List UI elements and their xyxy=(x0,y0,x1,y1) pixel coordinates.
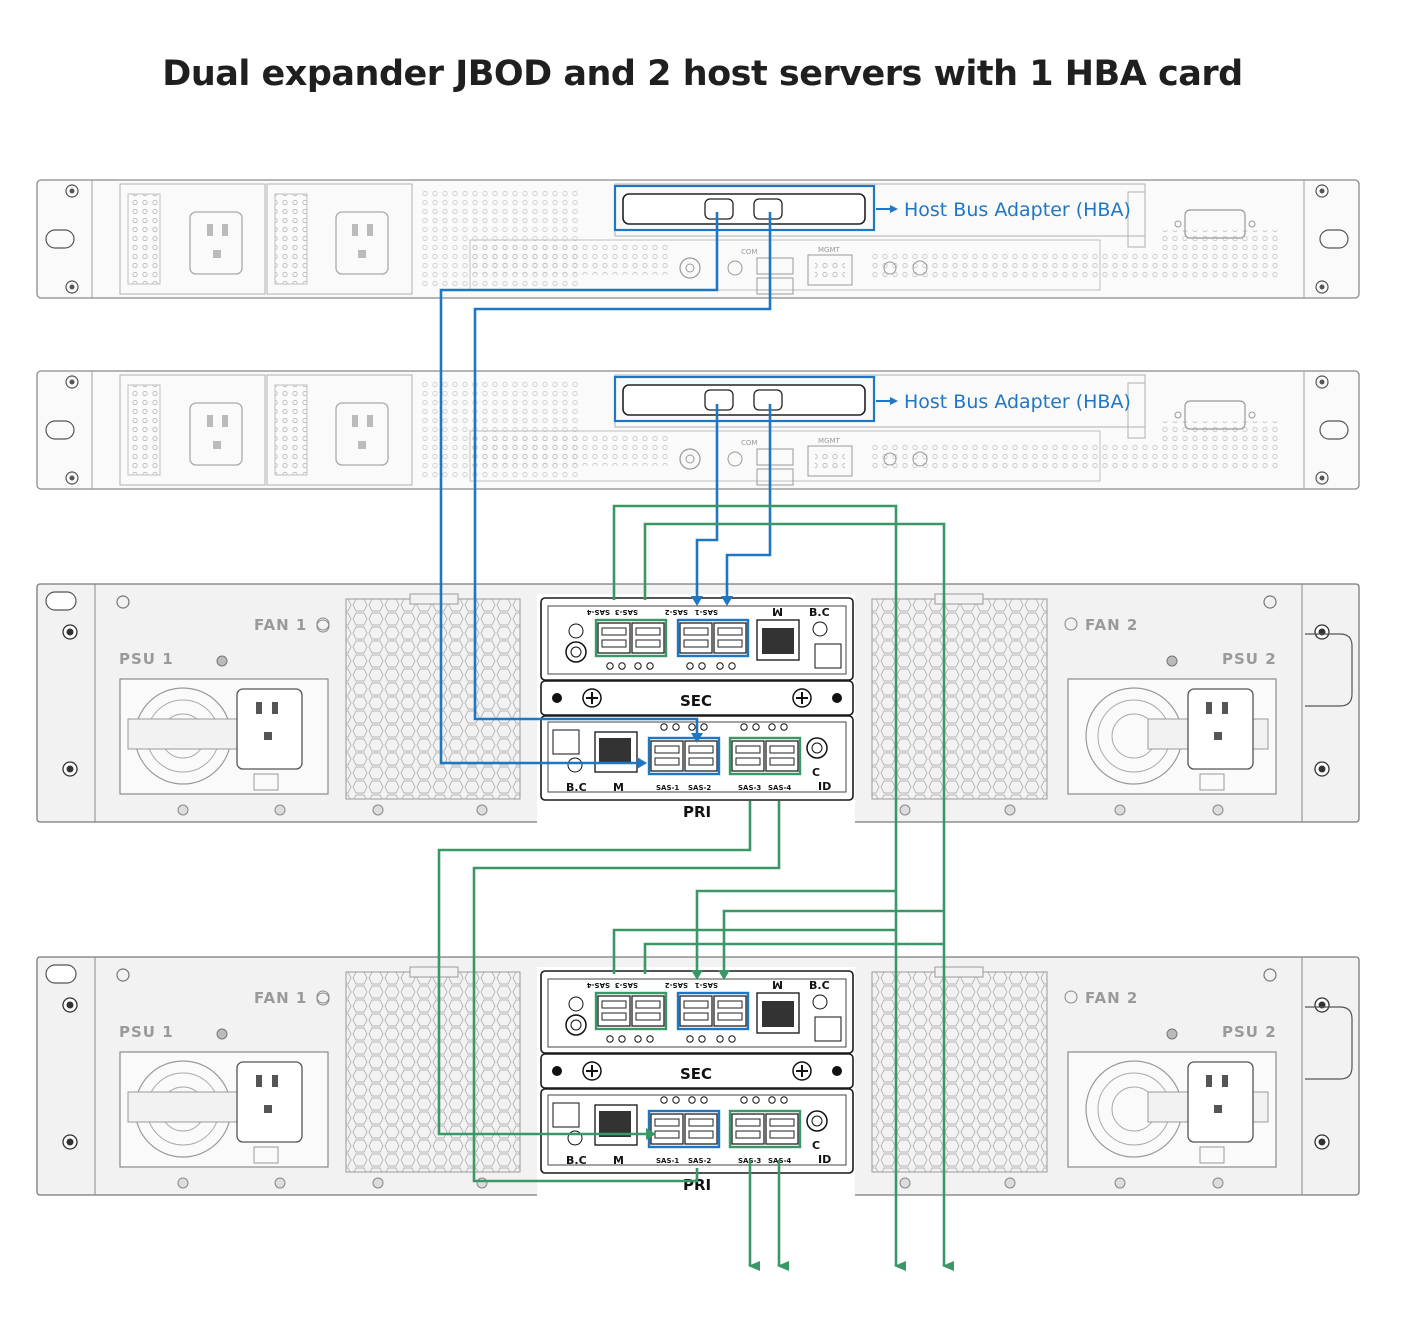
pri-port-labels: SAS-1 SAS-2 SAS-3 SAS-4 xyxy=(656,784,791,792)
cable-jbod1-pri-sas4-to-jbod2-pri-sas2 xyxy=(472,801,781,1183)
hba-label-server-1: Host Bus Adapter (HBA) xyxy=(904,199,1131,221)
pri-port-sas-1: SAS-1 xyxy=(656,784,679,792)
port-arrows xyxy=(637,596,733,1140)
sec-port-sas-2: SAS-2 xyxy=(665,981,688,989)
sec-module-label: SEC xyxy=(680,692,712,710)
sec-bc-label: B.C xyxy=(809,606,830,619)
pri-id-label: ID xyxy=(818,780,831,793)
cascade-cables xyxy=(437,504,954,1271)
psu1-label: PSU 1 xyxy=(119,650,174,668)
sec-port-labels: SAS-4 SAS-3 SAS-2 SAS-1 xyxy=(587,981,718,989)
hba-label-server-2: Host Bus Adapter (HBA) xyxy=(904,391,1131,413)
pri-port-sas-3: SAS-3 xyxy=(738,784,761,792)
cable-server1-pri-sas2 xyxy=(473,212,772,733)
sec-mgmt-label: M xyxy=(772,978,783,991)
sec-port-sas-1: SAS-1 xyxy=(695,981,718,989)
mgmt-port-label: MGMT xyxy=(818,437,841,445)
host-cables xyxy=(439,212,772,765)
com-port-label: COM xyxy=(741,439,757,447)
pri-mgmt-label: M xyxy=(613,1154,624,1167)
jbod-enclosure-1: FAN 1 FAN 2 PSU 1 PSU 2 SEC PRI SAS-4 SA… xyxy=(37,584,1359,826)
psu1-label: PSU 1 xyxy=(119,1023,174,1041)
pri-port-sas-2: SAS-2 xyxy=(688,1157,711,1165)
pri-id-label: ID xyxy=(818,1153,831,1166)
sec-port-sas-2: SAS-2 xyxy=(665,608,688,616)
pri-port-sas-1: SAS-1 xyxy=(656,1157,679,1165)
cable-server1-pri-sas1 xyxy=(439,212,719,765)
com-port-label: COM xyxy=(741,248,757,256)
pri-port-sas-4: SAS-4 xyxy=(768,784,791,792)
page-title: Dual expander JBOD and 2 host servers wi… xyxy=(162,54,1243,94)
cable-jbod1-pri-sas3-to-jbod2-pri-sas1 xyxy=(437,801,752,1136)
sec-mgmt-label: M xyxy=(772,605,783,618)
sec-port-sas-4: SAS-4 xyxy=(587,608,610,616)
fan2-label: FAN 2 xyxy=(1085,616,1138,634)
sec-module-label: SEC xyxy=(680,1065,712,1083)
pri-c-label: C xyxy=(812,1139,820,1152)
fan1-label: FAN 1 xyxy=(254,616,307,634)
pri-module-label: PRI xyxy=(683,803,711,821)
sec-port-labels: SAS-4 SAS-3 SAS-2 SAS-1 xyxy=(587,608,718,616)
pri-c-label: C xyxy=(812,766,820,779)
psu2-label: PSU 2 xyxy=(1222,1023,1277,1041)
sec-port-sas-3: SAS-3 xyxy=(615,608,638,616)
cable-server2-sec-sas2 xyxy=(695,404,719,598)
fan1-label: FAN 1 xyxy=(254,989,307,1007)
psu2-label: PSU 2 xyxy=(1222,650,1277,668)
jbod-enclosure-2: FAN 1 FAN 2 PSU 1 PSU 2 SEC PRI SAS-4 SA… xyxy=(37,957,1359,1199)
sec-port-sas-4: SAS-4 xyxy=(587,981,610,989)
host-server-2: COM MGMT xyxy=(35,369,1361,491)
fan2-label: FAN 2 xyxy=(1085,989,1138,1007)
cable-jbod1-sec-sas4-out xyxy=(612,504,906,1271)
pri-mgmt-label: M xyxy=(613,781,624,794)
mgmt-port-label: MGMT xyxy=(818,246,841,254)
cable-jbod2-sec-sas3 xyxy=(643,942,944,974)
pri-bc-label: B.C xyxy=(566,781,587,794)
cable-to-jbod2-sec-sas1 xyxy=(722,909,944,972)
cable-jbod1-sec-sas3-out xyxy=(643,522,954,1271)
host-server-1: COM MGMT xyxy=(35,178,1361,300)
sec-port-sas-1: SAS-1 xyxy=(695,608,718,616)
pri-bc-label: B.C xyxy=(566,1154,587,1167)
sec-bc-label: B.C xyxy=(809,979,830,992)
cable-server2-sec-sas1 xyxy=(725,404,772,598)
pri-port-sas-2: SAS-2 xyxy=(688,784,711,792)
cable-jbod2-sec-sas4 xyxy=(612,928,896,974)
sec-port-sas-3: SAS-3 xyxy=(615,981,638,989)
